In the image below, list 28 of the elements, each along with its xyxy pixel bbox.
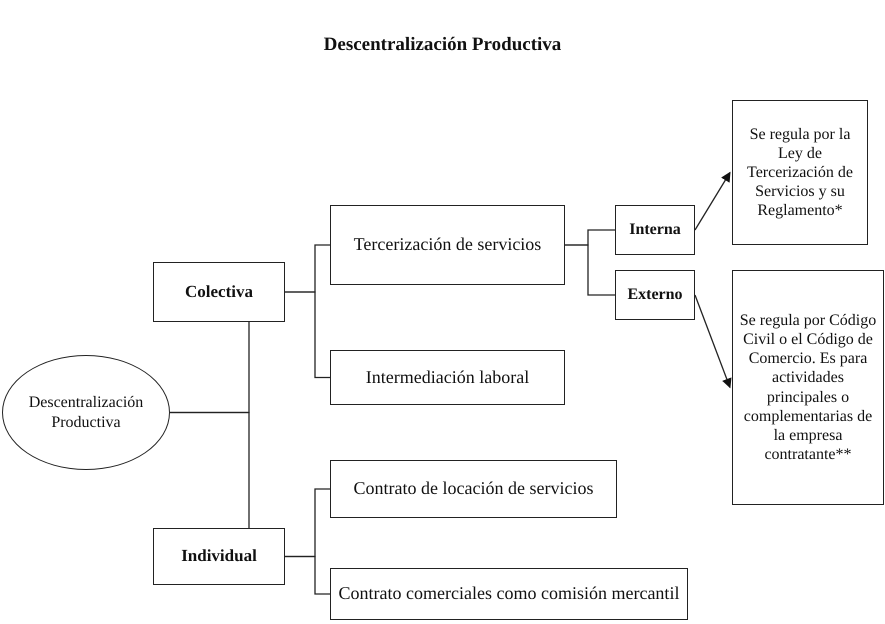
arrow (694, 172, 731, 230)
text-box (330, 205, 565, 285)
connector-line (285, 556, 330, 595)
text-box (615, 205, 695, 255)
node-label: Interna (629, 220, 681, 240)
text-box (615, 270, 695, 320)
node-label: Contrato comerciales como comisión mercantil (338, 583, 680, 605)
node-label: Contrato de locación de servicios (354, 478, 594, 500)
connector-line (285, 291, 330, 378)
node-label: Colectiva (185, 282, 253, 302)
text-box (153, 528, 285, 585)
node-label: Se regula por Código Civil o el Código de Comercio. Es para actividades principales o complementarias de la empresa contratante** (738, 310, 878, 464)
node-label: Intermediación laboral (366, 366, 530, 388)
text-box (153, 262, 285, 322)
text-box (330, 460, 617, 518)
node-label: Tercerización de servicios (354, 234, 542, 256)
connector-line (565, 244, 615, 296)
diagram-title: Descentralización Productiva (322, 34, 562, 56)
text-box (330, 350, 565, 405)
text-box (732, 270, 884, 505)
text-box (330, 568, 688, 620)
node-label: Individual (181, 546, 257, 567)
node-label: Externo (627, 285, 683, 305)
connector-line (170, 412, 250, 528)
node-label: Se regula por la Ley de Tercerización de Servicios y su Reglamento* (746, 124, 854, 220)
text-box (732, 100, 868, 245)
node-label: Descentralización Productiva (28, 393, 144, 432)
arrow (694, 294, 732, 388)
